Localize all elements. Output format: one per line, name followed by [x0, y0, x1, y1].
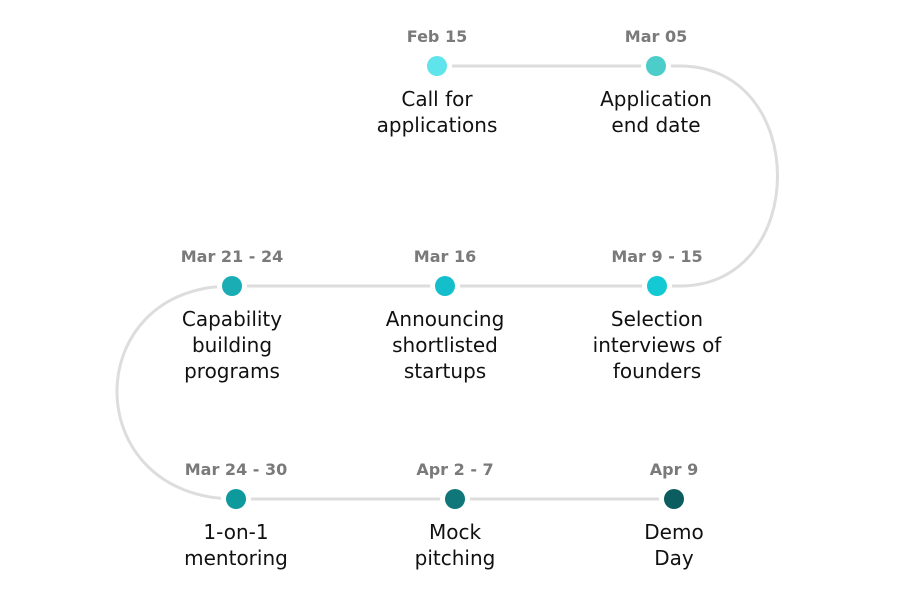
- milestone-date: Apr 9: [650, 460, 698, 479]
- milestone-event-line: Day: [654, 546, 694, 570]
- milestone-event-line: Capability: [182, 307, 282, 331]
- milestone-event-line: programs: [184, 359, 280, 383]
- milestone-event-line: mentoring: [184, 546, 288, 570]
- milestone-date: Mar 21 - 24: [181, 247, 284, 266]
- milestone-event-line: pitching: [415, 546, 496, 570]
- milestone-event-line: startups: [404, 359, 486, 383]
- milestone-date: Mar 16: [414, 247, 476, 266]
- milestone-event-line: 1-on-1: [203, 520, 268, 544]
- milestone-event-line: Demo: [644, 520, 703, 544]
- milestone-dot: [445, 489, 465, 509]
- milestone-date: Apr 2 - 7: [416, 460, 493, 479]
- milestone-event-line: Application: [600, 87, 712, 111]
- milestone-event-line: Announcing: [386, 307, 505, 331]
- milestone-dot: [664, 489, 684, 509]
- milestone-event-line: Mock: [429, 520, 481, 544]
- milestone-dot: [646, 56, 666, 76]
- milestone-date: Feb 15: [407, 27, 467, 46]
- milestone-date: Mar 9 - 15: [611, 247, 702, 266]
- milestone-dot: [222, 276, 242, 296]
- milestone-dot: [226, 489, 246, 509]
- milestone-event-line: interviews of: [593, 333, 723, 357]
- milestone-event-line: Selection: [611, 307, 703, 331]
- milestone-event-line: building: [192, 333, 272, 357]
- milestone-event-line: Call for: [401, 87, 473, 111]
- milestone-event-line: applications: [377, 113, 498, 137]
- milestone-event-line: end date: [611, 113, 700, 137]
- milestone-dot: [647, 276, 667, 296]
- milestone-date: Mar 05: [625, 27, 687, 46]
- milestone-event-line: founders: [613, 359, 701, 383]
- milestone-dot: [435, 276, 455, 296]
- milestone-date: Mar 24 - 30: [185, 460, 288, 479]
- milestone-event-line: shortlisted: [392, 333, 498, 357]
- milestone-dot: [427, 56, 447, 76]
